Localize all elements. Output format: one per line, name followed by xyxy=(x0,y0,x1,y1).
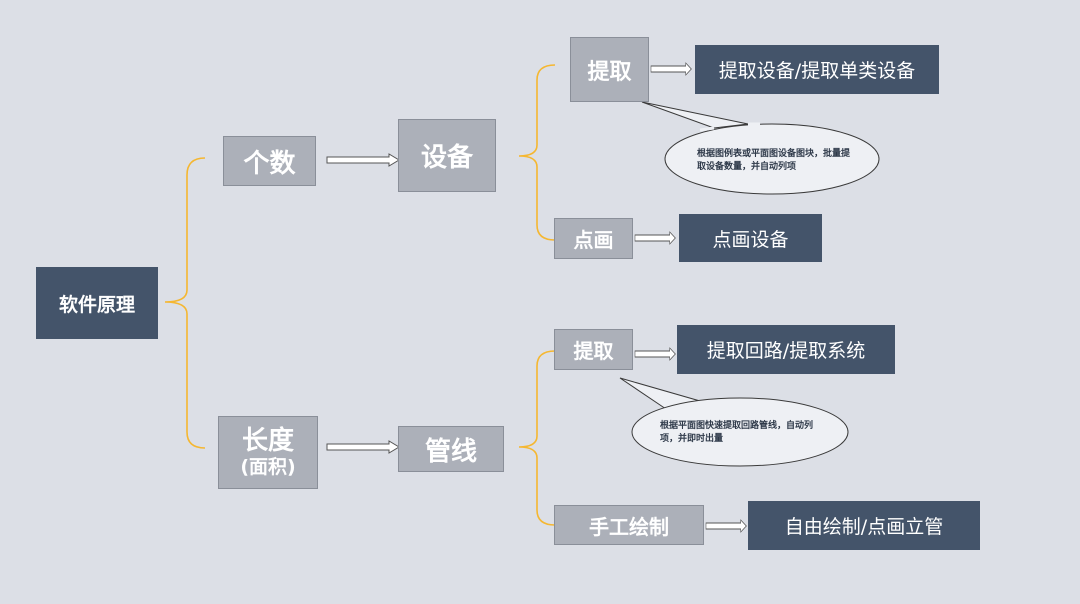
pipeline-extract-result: 提取回路/提取系统 xyxy=(677,325,895,374)
root-node: 软件原理 xyxy=(36,267,158,339)
pipeline-manual-result: 自由绘制/点画立管 xyxy=(748,501,980,550)
equipment-extract-node: 提取 xyxy=(570,37,649,102)
arrow-count-to-equipment xyxy=(326,153,400,167)
pipeline-extract-node: 提取 xyxy=(554,329,633,370)
root-brace xyxy=(164,157,206,449)
equipment-node: 设备 xyxy=(398,119,496,192)
length-sublabel: (面积) xyxy=(240,455,296,478)
equipment-extract-note-line2: 取设备数量，并自动列项 xyxy=(697,162,797,172)
callout-bubble-equipment xyxy=(641,101,749,129)
equipment-extract-result: 提取设备/提取单类设备 xyxy=(695,45,939,94)
pipeline-extract-note-line2: 项，并即时出量 xyxy=(660,434,724,444)
equipment-point-result: 点画设备 xyxy=(679,214,822,262)
pipeline-manual-node: 手工绘制 xyxy=(554,505,704,545)
pipeline-extract-note-line1: 根据平面图快速提取回路管线，自动列 xyxy=(660,421,814,431)
length-label: 长度 xyxy=(241,425,294,456)
arrow-equipment-point xyxy=(634,231,676,245)
arrow-pipeline-manual xyxy=(705,519,747,533)
pipeline-node: 管线 xyxy=(398,426,504,472)
arrow-pipeline-extract xyxy=(634,347,676,361)
pipeline-extract-note: 根据平面图快速提取回路管线，自动列 项，并即时出量 xyxy=(660,420,813,446)
equipment-brace xyxy=(518,64,556,241)
length-node: 长度 (面积) xyxy=(218,416,318,489)
arrow-equipment-extract xyxy=(650,62,692,76)
pipeline-brace xyxy=(518,350,556,526)
arrow-length-to-pipeline xyxy=(326,440,400,454)
equipment-point-node: 点画 xyxy=(554,218,633,259)
equipment-extract-note: 根据图例表或平面图设备图块，批量提 取设备数量，并自动列项 xyxy=(697,148,850,174)
count-node: 个数 xyxy=(223,136,316,186)
equipment-extract-note-line1: 根据图例表或平面图设备图块，批量提 xyxy=(697,149,851,159)
